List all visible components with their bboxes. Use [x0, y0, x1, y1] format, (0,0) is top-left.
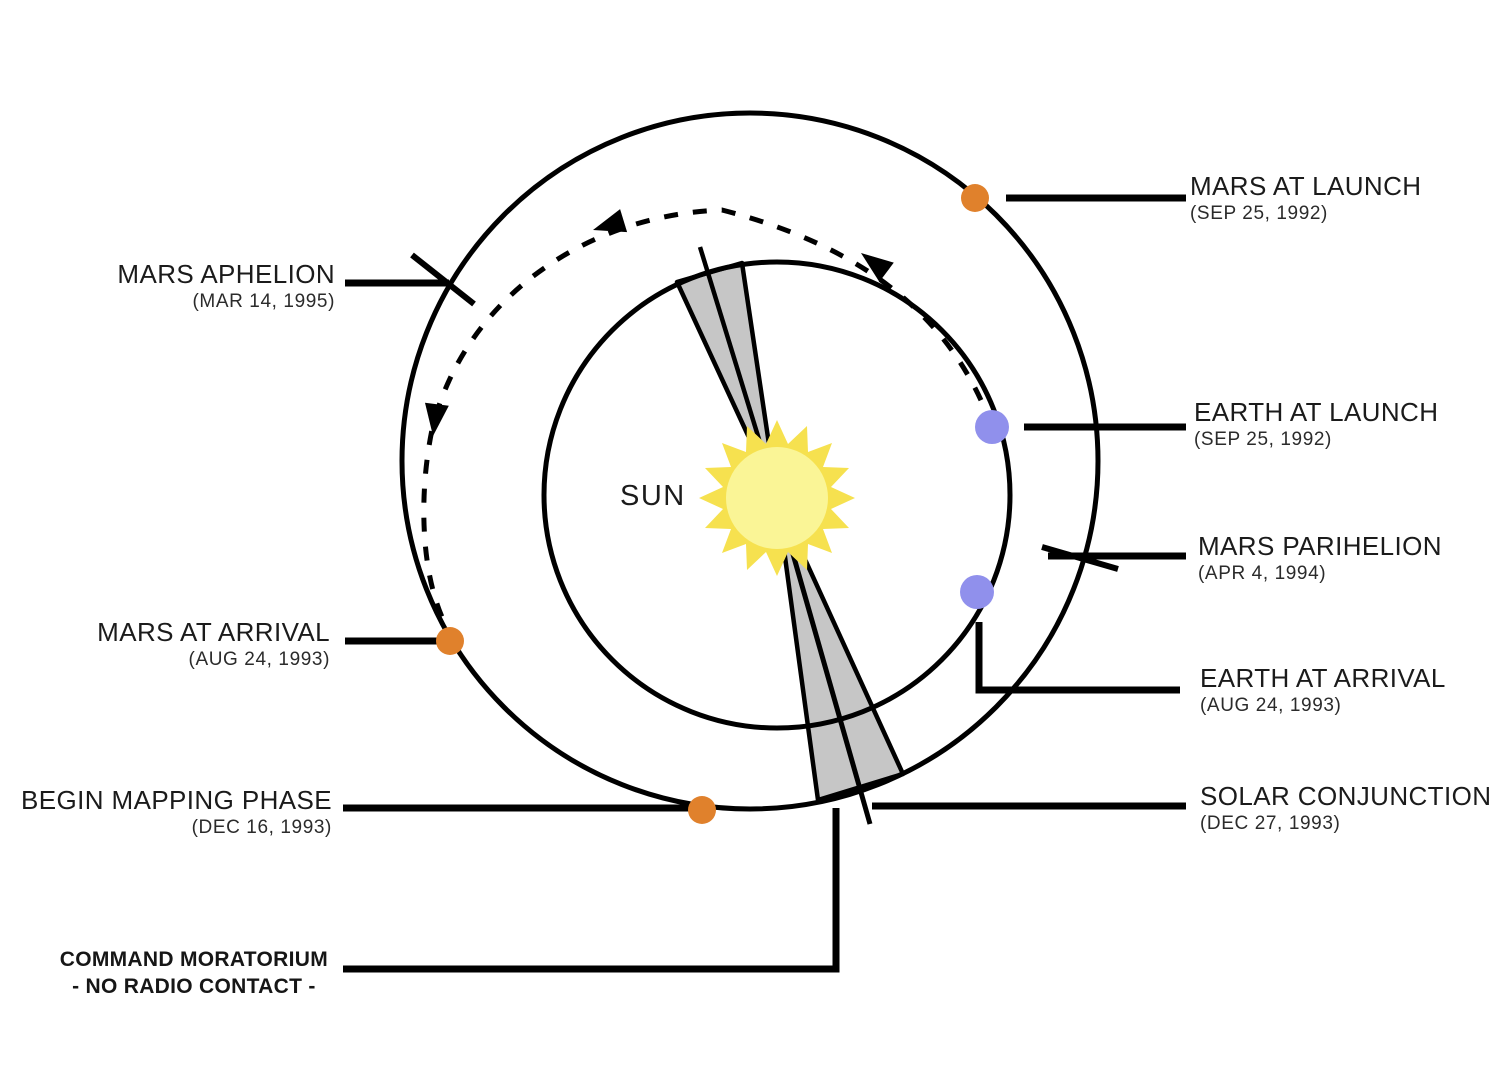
trajectory-arrow-icon — [861, 253, 894, 282]
mars-at-launch-label: MARS AT LAUNCH (SEP 25, 1992) — [1190, 171, 1421, 227]
earth-at-arrival-leader-line — [975, 622, 1180, 694]
earth-at-arrival-date: (AUG 24, 1993) — [1200, 695, 1342, 716]
trajectory-arrowheads — [424, 209, 894, 436]
sun-icon — [699, 420, 855, 576]
command-moratorium-leader-line — [343, 808, 840, 973]
earth-at-launch-dot — [975, 410, 1009, 444]
mars-orbit-circle — [399, 110, 1101, 812]
mars-at-arrival-date: (AUG 24, 1993) — [188, 649, 330, 670]
begin-mapping-phase-date: (DEC 16, 1993) — [191, 817, 332, 838]
mars-parihelion-tick — [1041, 544, 1119, 572]
command-moratorium-line1: COMMAND MORATORIUM — [59, 948, 328, 971]
earth-at-launch-label: EARTH AT LAUNCH (SEP 25, 1992) — [1194, 397, 1438, 453]
mars-at-launch-title: MARS AT LAUNCH — [1190, 171, 1422, 201]
command-moratorium-label: COMMAND MORATORIUM - NO RADIO CONTACT - — [60, 946, 328, 1000]
mars-parihelion-label: MARS PARIHELION (APR 4, 1994) — [1198, 531, 1442, 587]
sun-disc — [726, 447, 828, 549]
solar-conjunction-title: SOLAR CONJUNCTION — [1200, 781, 1492, 811]
mars-parihelion-title: MARS PARIHELION — [1198, 531, 1442, 561]
begin-mapping-phase-label: BEGIN MAPPING PHASE (DEC 16, 1993) — [21, 785, 332, 841]
mars-aphelion-tick — [410, 252, 476, 307]
begin-mapping-phase-dot — [688, 796, 716, 824]
trajectory-arrow-icon — [424, 402, 449, 436]
earth-at-arrival-title: EARTH AT ARRIVAL — [1200, 663, 1446, 693]
earth-orbit-circle — [541, 259, 1013, 731]
planet-position-dots — [436, 184, 1009, 824]
earth-at-arrival-dot — [960, 575, 994, 609]
mars-aphelion-title: MARS APHELION — [117, 259, 335, 289]
mars-at-arrival-dot — [436, 627, 464, 655]
mars-at-arrival-label: MARS AT ARRIVAL (AUG 24, 1993) — [97, 617, 330, 673]
earth-at-arrival-label: EARTH AT ARRIVAL (AUG 24, 1993) — [1200, 663, 1446, 719]
earth-at-launch-title: EARTH AT LAUNCH — [1194, 397, 1439, 427]
begin-mapping-phase-title: BEGIN MAPPING PHASE — [20, 785, 332, 815]
solar-conjunction-date: (DEC 27, 1993) — [1200, 813, 1341, 834]
mars-aphelion-date: (MAR 14, 1995) — [192, 291, 335, 312]
trajectory-arrow-icon — [593, 209, 628, 233]
transfer-trajectory-dashed-arc — [421, 207, 995, 638]
earth-at-launch-date: (SEP 25, 1992) — [1194, 429, 1332, 450]
sun-label: SUN — [620, 480, 686, 512]
mars-at-arrival-title: MARS AT ARRIVAL — [97, 617, 330, 647]
mars-parihelion-date: (APR 4, 1994) — [1198, 563, 1327, 584]
mars-at-launch-date: (SEP 25, 1992) — [1190, 203, 1328, 224]
orbit-tick-marks — [410, 252, 1119, 572]
mars-aphelion-label: MARS APHELION (MAR 14, 1995) — [117, 259, 335, 315]
leader-lines — [343, 194, 1186, 973]
command-moratorium-line2: - NO RADIO CONTACT - — [72, 975, 316, 998]
solar-conjunction-label: SOLAR CONJUNCTION (DEC 27, 1993) — [1200, 781, 1491, 837]
mars-at-launch-dot — [961, 184, 989, 212]
